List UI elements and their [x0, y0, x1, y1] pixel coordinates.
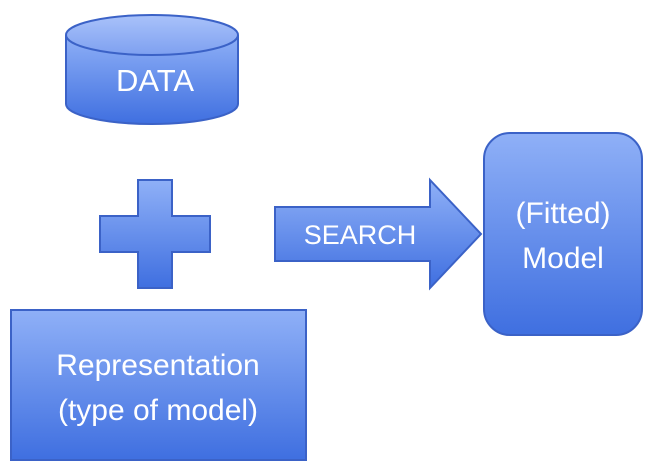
model-rect: [483, 132, 643, 336]
representation-label-line1: Representation: [56, 349, 259, 382]
data-cylinder-top: [65, 14, 239, 56]
data-label: DATA: [116, 63, 194, 98]
model-label-line2: Model: [522, 242, 604, 275]
search-label: SEARCH: [304, 220, 417, 250]
model-box: (Fitted) Model: [483, 132, 643, 336]
plus-icon: [99, 179, 211, 289]
representation-label-line2: (type of model): [58, 394, 258, 427]
data-cylinder: DATA: [65, 14, 239, 125]
representation-box: Representation (type of model): [10, 309, 307, 461]
model-label-line1: (Fitted): [515, 197, 610, 230]
representation-rect: [10, 309, 307, 461]
search-arrow: SEARCH: [274, 177, 483, 291]
right-arrow-icon: [274, 177, 483, 291]
data-cylinder-body: [65, 35, 239, 125]
